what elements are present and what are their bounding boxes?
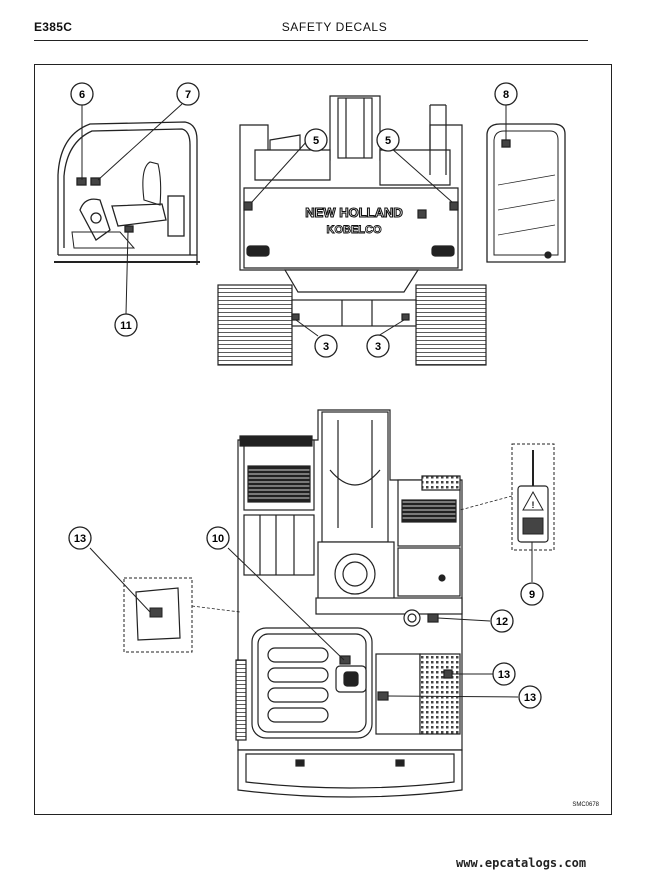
brand-sub-logo: KOBELCO — [327, 224, 382, 236]
callout-label: 12 — [496, 616, 508, 628]
callout-6: 6 — [70, 82, 94, 106]
callout-label: 3 — [323, 341, 329, 353]
page-title: SAFETY DECALS — [281, 20, 388, 34]
callout-label: 5 — [385, 135, 391, 147]
callout-label: 10 — [212, 533, 224, 545]
callout-3-right: 3 — [366, 334, 390, 358]
model-number: E385C — [34, 20, 73, 34]
excavator-plan-view — [235, 409, 463, 798]
callout-label: 9 — [529, 589, 535, 601]
diagram-frame — [34, 64, 612, 815]
callout-13-left: 13 — [68, 526, 92, 550]
svg-text:!: ! — [532, 500, 535, 510]
callout-label: 13 — [498, 669, 510, 681]
callout-13-right-upper: 13 — [492, 662, 516, 686]
cab-rear-view — [486, 123, 566, 263]
callout-label: 8 — [503, 89, 509, 101]
callout-9: 9 — [520, 582, 544, 606]
header-rule — [34, 40, 588, 41]
drawing-code: SMC0678 — [572, 802, 599, 808]
callout-label: 13 — [74, 533, 86, 545]
callout-10: 10 — [206, 526, 230, 550]
cab-side-view — [54, 121, 200, 265]
excavator-rear-view — [217, 95, 487, 366]
callout-label: 6 — [79, 89, 85, 101]
callout-5-left: 5 — [304, 128, 328, 152]
callout-13-right-lower: 13 — [518, 685, 542, 709]
callout-5-right: 5 — [376, 128, 400, 152]
watermark-text: www.epcatalogs.com — [456, 856, 587, 870]
callout-12: 12 — [490, 609, 514, 633]
callout-label: 11 — [120, 320, 132, 332]
callout-3-left: 3 — [314, 334, 338, 358]
detail-box-13 — [123, 577, 241, 653]
brand-logo: NEW HOLLAND — [305, 205, 403, 220]
leader-lines — [81, 103, 533, 698]
callout-label: 7 — [185, 89, 191, 101]
callout-label: 13 — [524, 692, 536, 704]
callout-11: 11 — [114, 313, 138, 337]
callout-label: 3 — [375, 341, 381, 353]
callout-label: 5 — [313, 135, 319, 147]
callout-8: 8 — [494, 82, 518, 106]
callout-7: 7 — [176, 82, 200, 106]
detail-box-9: ! — [459, 443, 555, 551]
